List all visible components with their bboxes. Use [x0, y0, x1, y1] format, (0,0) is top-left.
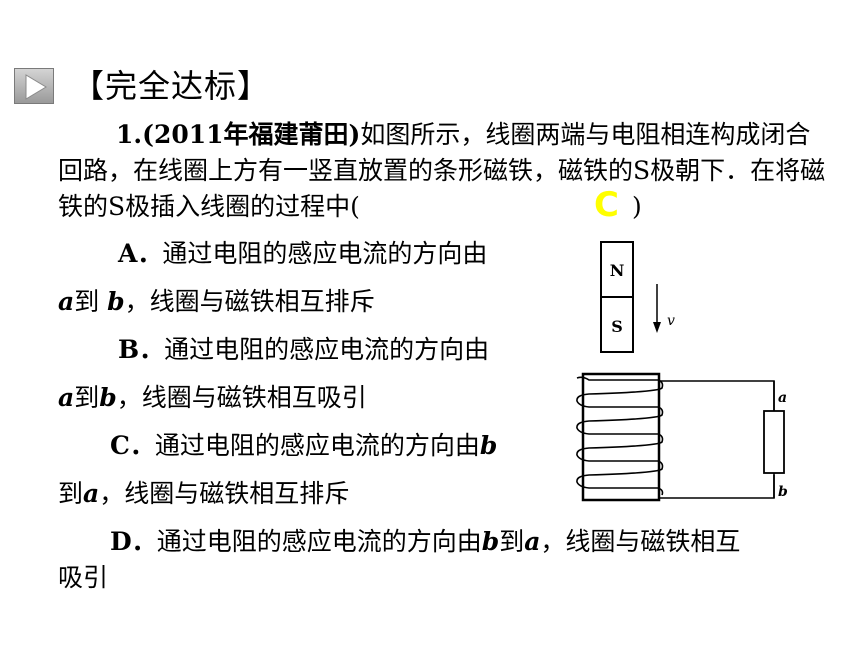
option-b-line2: a到b，线圈与磁铁相互吸引	[58, 380, 367, 416]
option-a-from: a	[58, 287, 75, 316]
option-b-dest: b	[99, 383, 117, 412]
option-a-text: 通过电阻的感应电流的方向由	[162, 239, 488, 268]
option-c-line1: C．通过电阻的感应电流的方向由b	[110, 428, 497, 464]
option-a-dest: b	[107, 287, 125, 316]
play-icon	[25, 74, 47, 100]
option-d-rest2: 吸引	[58, 563, 109, 592]
option-b-line1: B．通过电阻的感应电流的方向由	[118, 332, 489, 368]
wire-top	[659, 380, 775, 440]
option-d-from: b	[481, 527, 500, 556]
coil-windings	[576, 376, 664, 496]
option-c-from: b	[479, 431, 498, 460]
option-b-text: 通过电阻的感应电流的方向由	[164, 335, 490, 364]
option-a-letter: A．	[118, 239, 163, 268]
option-a-line2: a到 b，线圈与磁铁相互排斥	[58, 284, 375, 320]
south-label: S	[611, 317, 623, 336]
option-c-line2: 到a，线圈与磁铁相互排斥	[58, 476, 349, 512]
resistor	[763, 410, 785, 474]
option-d-dest: a	[524, 527, 541, 556]
question-number: 1.	[116, 120, 143, 149]
option-c-to-word: 到	[58, 479, 84, 508]
terminal-a-label: a	[778, 390, 787, 406]
option-b-from: a	[58, 383, 75, 412]
figure-svg: N S v a b	[576, 241, 788, 502]
answer-mark: C	[594, 185, 619, 225]
north-label: N	[610, 261, 625, 280]
option-b-rest: ，线圈与磁铁相互吸引	[116, 383, 367, 412]
velocity-arrowhead	[653, 322, 661, 333]
question-source: (2011年福建莆田)	[142, 120, 361, 149]
question-body: 如图所示，线圈两端与电阻相连构成闭合回路，在线圈上方有一竖直放置的条形磁铁，磁铁…	[58, 120, 826, 221]
option-a-to-word: 到	[74, 287, 100, 316]
option-c-text: 通过电阻的感应电流的方向由	[154, 431, 480, 460]
option-d-line2: 吸引	[58, 560, 108, 596]
option-d-to-word: 到	[499, 527, 525, 556]
option-c-dest: a	[83, 479, 100, 508]
question-text: 1.(2011年福建莆田)如图所示，线圈两端与电阻相连构成闭合回路，在线圈上方有…	[58, 117, 828, 225]
magnet-coil-figure: N S v a b	[568, 230, 798, 524]
close-paren: )	[632, 192, 642, 221]
terminal-b-label: b	[778, 484, 788, 500]
option-c-rest: ，线圈与磁铁相互排斥	[99, 479, 350, 508]
option-c-letter: C．	[110, 431, 155, 460]
wire-bottom	[659, 475, 775, 499]
velocity-label: v	[667, 313, 675, 329]
section-heading: 【完全达标】	[72, 67, 271, 105]
option-a-rest: ，线圈与磁铁相互排斥	[124, 287, 375, 316]
option-d-letter: D．	[110, 527, 157, 556]
play-button[interactable]	[14, 68, 54, 104]
option-d-text: 通过电阻的感应电流的方向由	[156, 527, 482, 556]
option-a-line1: A．通过电阻的感应电流的方向由	[118, 236, 487, 272]
option-b-to-word: 到	[74, 383, 100, 412]
option-b-letter: B．	[118, 335, 165, 364]
option-d-line1: D．通过电阻的感应电流的方向由b到a，线圈与磁铁相互	[110, 524, 740, 560]
coil-core	[581, 372, 661, 502]
option-d-rest: ，线圈与磁铁相互	[540, 527, 741, 556]
